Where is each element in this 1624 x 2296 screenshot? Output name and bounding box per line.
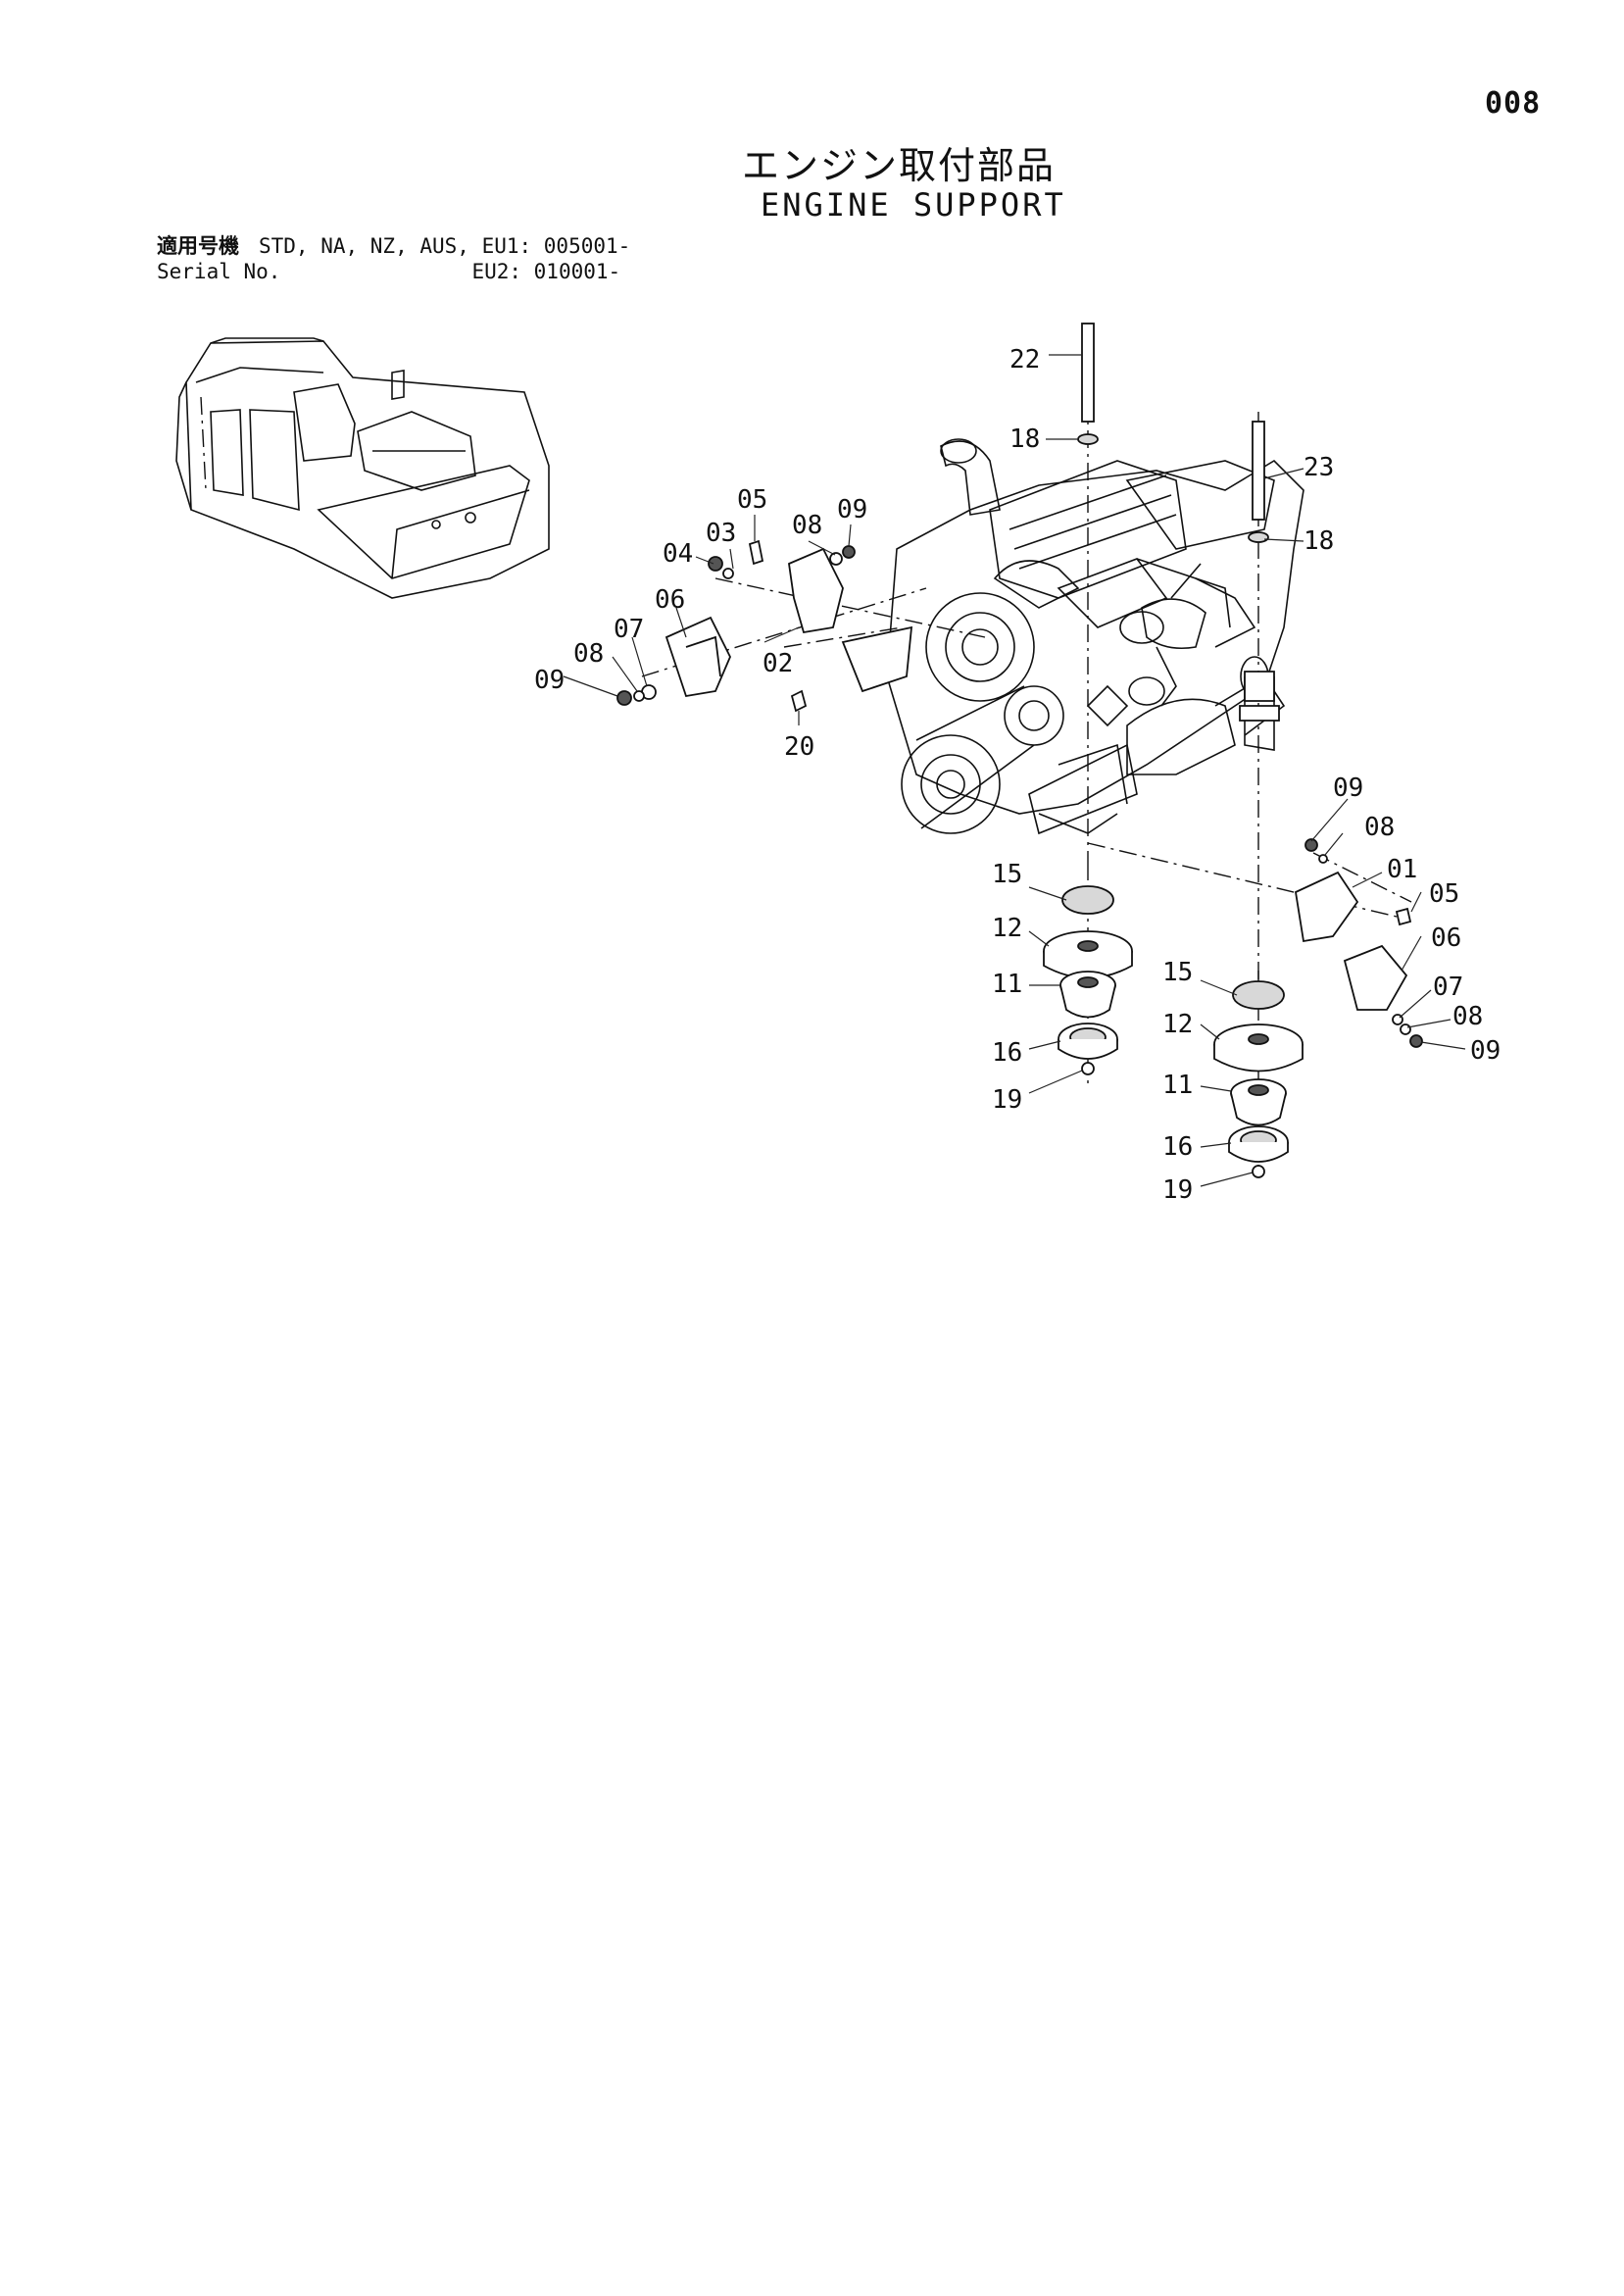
- serial-label-english: Serial No.: [157, 260, 281, 283]
- page-title-english: ENGINE SUPPORT: [761, 186, 1066, 224]
- callout-15-right: 15: [1162, 958, 1193, 987]
- callout-09-right-upper: 09: [1333, 774, 1363, 803]
- callout-19-left: 19: [992, 1085, 1022, 1115]
- callout-16-left: 16: [992, 1038, 1022, 1068]
- engine-block-illustration: [886, 438, 1304, 835]
- page-number: 008: [1485, 86, 1542, 121]
- callout-18-upper: 18: [1009, 424, 1040, 454]
- callout-18-right: 18: [1304, 526, 1334, 556]
- callout-08-left: 08: [573, 639, 604, 669]
- leader-lines: [563, 354, 1466, 1187]
- callout-16-right: 16: [1162, 1132, 1193, 1162]
- serial-models-line-2: EU2: 010001-: [471, 260, 621, 283]
- page-title-japanese: エンジン取付部品: [742, 144, 1057, 187]
- callout-01: 01: [1387, 855, 1417, 884]
- callout-07-right: 07: [1433, 973, 1463, 1002]
- callout-12-right: 12: [1162, 1010, 1193, 1039]
- callout-22: 22: [1009, 345, 1040, 374]
- callout-11-right: 11: [1162, 1071, 1193, 1100]
- callout-04: 04: [663, 539, 693, 569]
- callout-03: 03: [706, 519, 736, 548]
- excavator-locator-illustration: [175, 337, 550, 599]
- callout-09-right: 09: [1470, 1036, 1501, 1066]
- callout-08-right-upper: 08: [1364, 813, 1395, 842]
- callout-09-upper: 09: [837, 495, 867, 524]
- callout-06-right: 06: [1431, 923, 1461, 953]
- callout-08-right: 08: [1452, 1002, 1483, 1031]
- callout-05-left: 05: [737, 485, 767, 515]
- callout-labels: 22 18 23 18 05 03 04 08 09 06 07 08 09 0…: [534, 345, 1501, 1205]
- serial-row-1: 適用号機 STD, NA, NZ, AUS, EU1: 005001-: [157, 233, 630, 259]
- callout-07-left: 07: [614, 615, 644, 644]
- callout-12-left: 12: [992, 914, 1022, 943]
- serial-models-line-1: STD, NA, NZ, AUS, EU1: 005001-: [259, 234, 631, 258]
- callout-06-left: 06: [655, 585, 685, 615]
- callout-23: 23: [1304, 453, 1334, 482]
- hardware-parts: [616, 323, 1423, 1178]
- serial-row-2: Serial No. EU2: 010001-: [157, 259, 630, 284]
- callout-15-left: 15: [992, 860, 1022, 889]
- callout-02: 02: [763, 649, 793, 678]
- callout-20: 20: [784, 732, 814, 762]
- callout-08-upper: 08: [792, 511, 822, 540]
- callout-05-right: 05: [1429, 879, 1459, 909]
- callout-19-right: 19: [1162, 1175, 1193, 1205]
- serial-info: 適用号機 STD, NA, NZ, AUS, EU1: 005001- Seri…: [157, 233, 630, 284]
- callout-09-left: 09: [534, 666, 565, 695]
- callout-11-left: 11: [992, 970, 1022, 999]
- serial-label-japanese: 適用号機: [157, 234, 239, 258]
